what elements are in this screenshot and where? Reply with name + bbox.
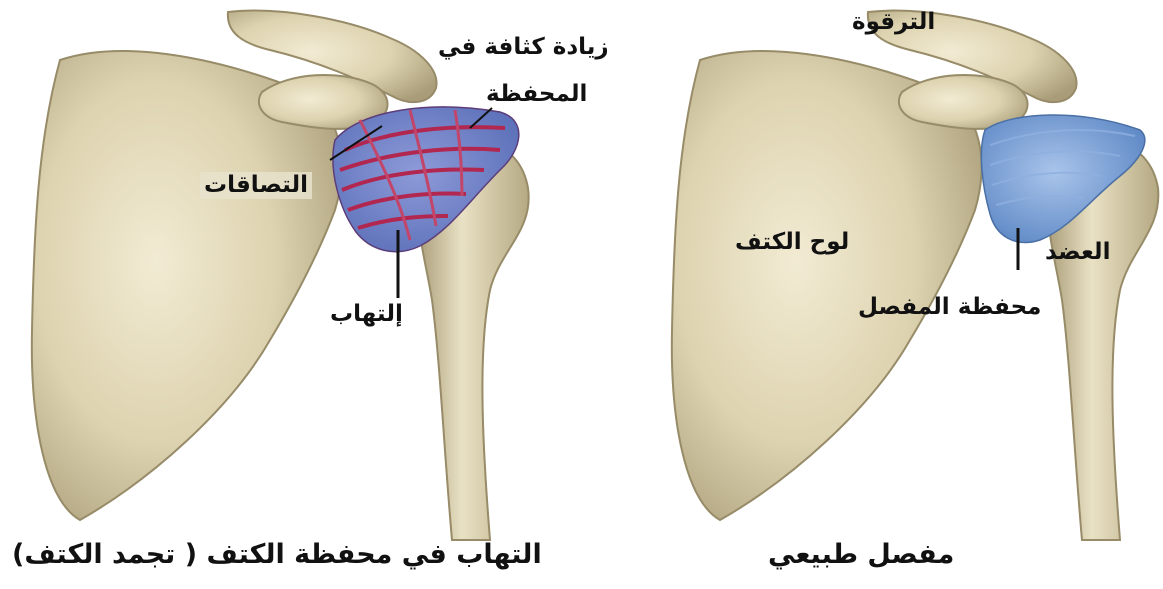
right-caption: مفصل طبيعي bbox=[768, 540, 954, 570]
right-shoulder-figure bbox=[672, 11, 1159, 540]
label-adhesions: التصاقات bbox=[200, 172, 312, 199]
label-capsule: محفظة المفصل bbox=[858, 295, 1041, 320]
label-thickening-line2: المحفظة bbox=[486, 82, 587, 107]
label-humerus: العضد bbox=[1045, 240, 1110, 265]
left-shoulder-figure bbox=[32, 11, 529, 540]
label-thickening: زيادة كثافة في bbox=[438, 35, 609, 60]
label-scapula: لوح الكتف bbox=[735, 230, 849, 255]
label-clavicle: الترقوة bbox=[852, 10, 935, 35]
left-caption: التهاب في محفظة الكتف ( تجمد الكتف) bbox=[12, 540, 542, 570]
label-inflammation: إلتهاب bbox=[330, 302, 403, 327]
